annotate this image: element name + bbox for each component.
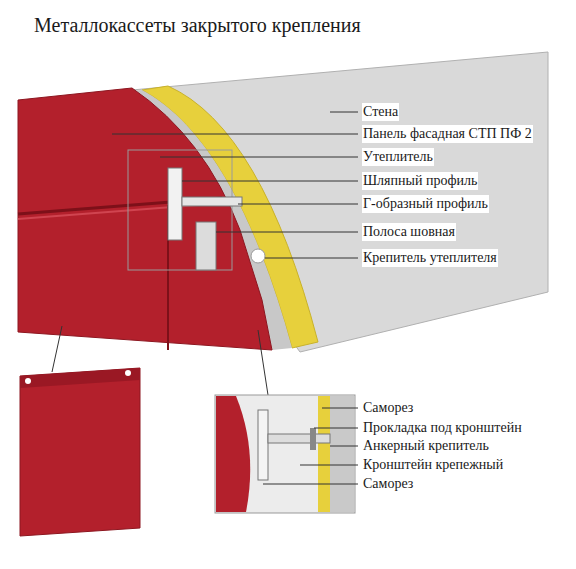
part-label: Крепитель утеплителя: [362, 249, 498, 267]
leader-line: [52, 326, 62, 372]
insulation-fastener: [251, 249, 265, 263]
inset-wall: [330, 396, 354, 512]
inset-insulation: [318, 396, 330, 512]
cassette-hole: [125, 370, 131, 376]
inset-panel: [216, 396, 250, 512]
inset-frame: [215, 395, 355, 513]
inset-gasket: [310, 428, 316, 450]
part-label: Панель фасадная СТП ПФ 2: [362, 125, 533, 143]
cassette-hole: [25, 378, 31, 384]
seam-strip: [196, 222, 216, 270]
leader-lines: [112, 112, 358, 484]
part-label: Кронштейн крепежный: [362, 456, 504, 474]
diagram-title: Металлокассеты закрытого крепления: [34, 14, 361, 37]
inset-bracket: [268, 434, 330, 443]
part-label: Анкерный крепитель: [362, 437, 490, 455]
part-label: Полоса шовная: [362, 223, 456, 241]
cassette: [20, 368, 140, 536]
part-label: Саморез: [362, 475, 414, 493]
part-label: Саморез: [362, 399, 414, 417]
part-label: Г-образный профиль: [362, 195, 489, 213]
inset-profile: [258, 410, 268, 480]
l-profile: [182, 197, 242, 206]
facade-panel: [18, 88, 272, 350]
cassette-rib: [20, 368, 140, 388]
leader-line: [258, 330, 268, 395]
part-label: Утеплитель: [362, 148, 434, 166]
hat-profile: [168, 168, 182, 240]
part-label: Прокладка под кронштейн: [362, 419, 523, 437]
detail-frame: [128, 150, 232, 270]
part-label: Шляпный профиль: [362, 172, 478, 190]
part-label: Стена: [362, 103, 399, 121]
